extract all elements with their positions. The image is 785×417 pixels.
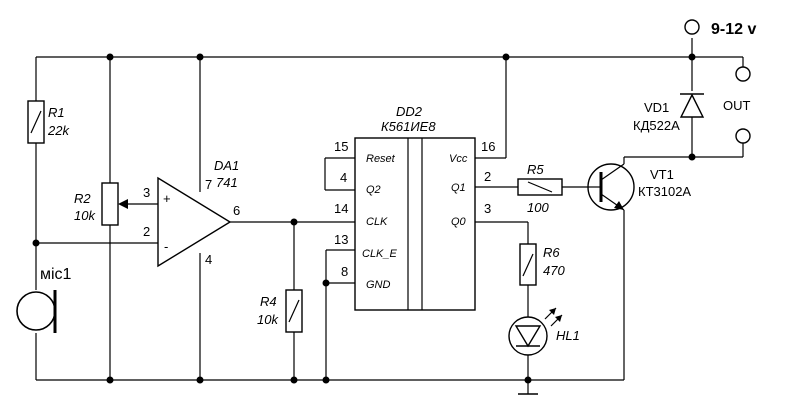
out-label: OUT (723, 98, 751, 113)
transistor-vt1: VT1 КТ3102А (587, 163, 691, 211)
dd2-pin-num: 16 (481, 139, 495, 154)
junction-dot (32, 239, 40, 247)
r1-slash (30, 110, 42, 134)
junction-dot (196, 376, 204, 384)
dd2-pin-num: 2 (484, 169, 491, 184)
junction-dot (688, 53, 696, 61)
dd2-pin-name: Reset (366, 153, 396, 165)
supply-terminal-circle (684, 19, 700, 35)
opamp-pin-vcc: 7 (205, 177, 212, 192)
junction-dot (106, 53, 114, 61)
microphone-mic1: мic1 (16, 266, 72, 333)
junction-dot (524, 376, 532, 384)
r2-wiper-arrow (118, 199, 128, 209)
junctions (32, 53, 696, 384)
dd2-pin-name: CLK_E (362, 248, 398, 260)
r6-value: 470 (543, 263, 565, 278)
junction-dot (502, 53, 510, 61)
dd2-value: К561ИЕ8 (381, 119, 436, 134)
out-terminals: OUT (723, 66, 751, 144)
dd2-pin-num: 15 (334, 139, 348, 154)
dd2-body (354, 137, 476, 311)
resistor-r1: R1 22k (27, 100, 70, 144)
junction-dot (106, 376, 114, 384)
dd2-pin-name: Vcc (449, 153, 468, 165)
r2-body (101, 182, 119, 226)
dd2-pin-num: 8 (341, 264, 348, 279)
vd1-value: КД522А (633, 118, 680, 133)
resistor-r5: R5 100 (517, 162, 563, 215)
opamp-minus-sign: - (164, 239, 168, 254)
opamp-ref: DA1 (214, 158, 239, 173)
dd2-pin-num: 3 (484, 201, 491, 216)
opamp-pin-gnd: 4 (205, 252, 212, 267)
r4-ref: R4 (260, 294, 277, 309)
dd2-pin-num: 13 (334, 232, 348, 247)
dd2-ref: DD2 (396, 104, 423, 119)
dd2-pin-name: Q1 (451, 182, 466, 194)
vd1-ref: VD1 (644, 100, 669, 115)
junction-dot (290, 218, 298, 226)
r4-value: 10k (257, 312, 279, 327)
dd2-pin-name: GND (366, 279, 391, 291)
mic-label: мic1 (40, 266, 72, 283)
vt1-ref: VT1 (650, 167, 674, 182)
junction-dot (290, 376, 298, 384)
r5-slash (527, 181, 553, 193)
mic-body (16, 291, 56, 331)
r4-slash (288, 299, 300, 323)
dd2-pin-name: Q0 (451, 216, 467, 228)
led-ray-1-arrow (549, 308, 556, 315)
out-terminal-top (735, 66, 751, 82)
junction-dot (322, 279, 330, 287)
r5-ref: R5 (527, 162, 544, 177)
led-ref: HL1 (556, 328, 580, 343)
r2-ref: R2 (74, 191, 91, 206)
opamp-pin-plus: 3 (143, 185, 150, 200)
opamp-da1: + - 3 2 7 4 6 DA1 741 (143, 158, 240, 268)
led-hl1: HL1 (508, 307, 580, 356)
r1-value: 22k (47, 123, 70, 138)
opamp-plus-sign: + (163, 191, 171, 206)
vd1-triangle (679, 93, 705, 118)
r5-value: 100 (527, 200, 549, 215)
r6-slash (522, 253, 534, 277)
vt1-emitter-arrow (614, 201, 624, 210)
opamp-body (157, 176, 232, 268)
opamp-pin-out: 6 (233, 203, 240, 218)
out-terminal-bottom (735, 128, 751, 144)
dd2-pin-num: 14 (334, 201, 348, 216)
dd2-pin-num: 4 (340, 170, 347, 185)
dd2-pin-name: CLK (366, 216, 388, 228)
vt1-collector-lead (600, 163, 625, 181)
junction-dot (322, 376, 330, 384)
dd2-pin-name: Q2 (366, 184, 381, 196)
supply-label: 9-12 v (711, 21, 756, 38)
resistor-r6: R6 470 (519, 243, 565, 286)
opamp-pin-minus: 2 (143, 224, 150, 239)
opamp-value: 741 (216, 175, 238, 190)
led-ray-2-arrow (555, 315, 562, 322)
counter-ic-dd2: DD2 К561ИЕ8 15 4 14 13 8 Reset Q2 CLK CL… (334, 104, 495, 311)
led-triangle (514, 325, 542, 348)
r2-value: 10k (74, 208, 96, 223)
r6-ref: R6 (543, 245, 560, 260)
r1-ref: R1 (48, 105, 65, 120)
diode-vd1: VD1 КД522А (633, 93, 705, 133)
potentiometer-r2: R2 10k (74, 182, 128, 226)
junction-dot (196, 53, 204, 61)
supply-terminal: 9-12 v (684, 19, 756, 38)
vt1-value: КТ3102А (638, 184, 691, 199)
resistor-r4: R4 10k (257, 289, 303, 333)
junction-dot (688, 153, 696, 161)
